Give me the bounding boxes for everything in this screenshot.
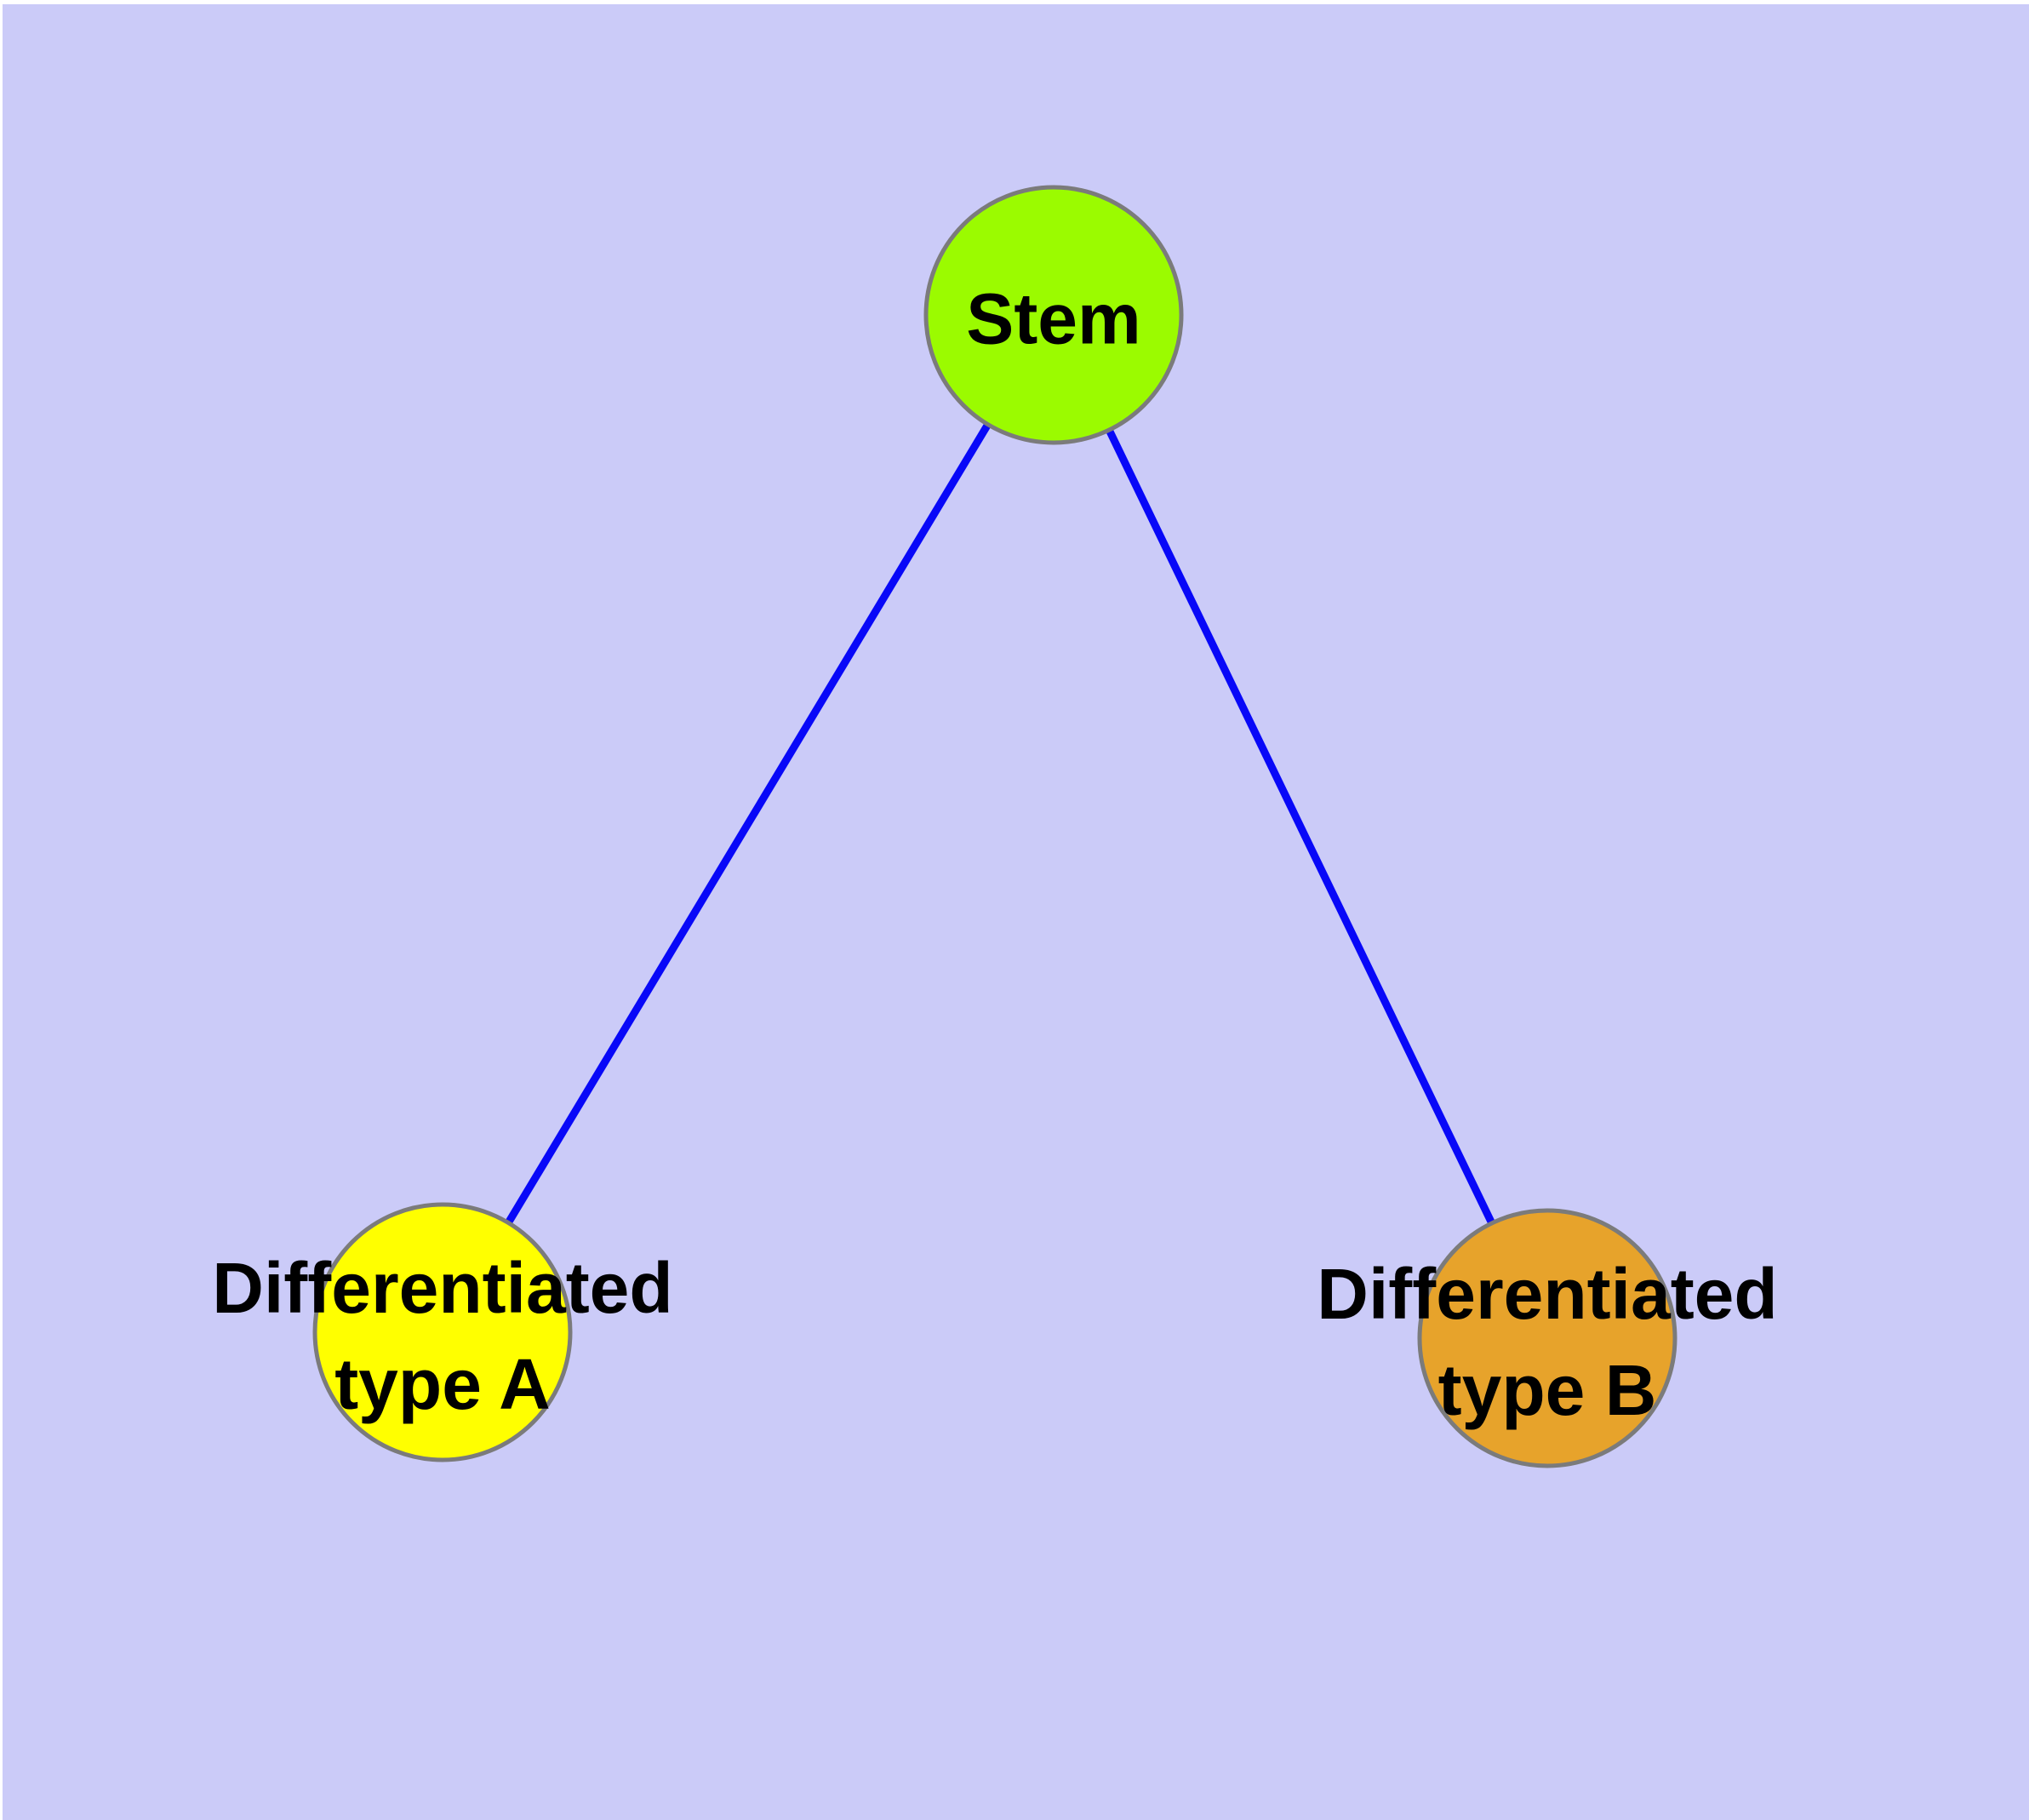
node-type-a-label-line1: Differentiated xyxy=(212,1248,673,1328)
node-type-b-circle xyxy=(1417,1208,1677,1468)
node-stem-label: Stem xyxy=(966,278,1141,359)
node-type-b-label-line2: type B xyxy=(1437,1350,1657,1430)
node-type-a-label-line2: type A xyxy=(334,1344,551,1424)
node-type-b-label-line1: Differentiated xyxy=(1317,1254,1778,1334)
edge-stem-to-type-a xyxy=(439,312,1057,1335)
node-type-b-label: Differentiated type B xyxy=(1317,1246,1777,1439)
node-type-a-label: Differentiated type A xyxy=(212,1240,672,1433)
node-stem-circle xyxy=(923,185,1184,445)
node-type-a-circle xyxy=(312,1202,573,1462)
edge-stem-to-type-b xyxy=(1049,313,1552,1340)
